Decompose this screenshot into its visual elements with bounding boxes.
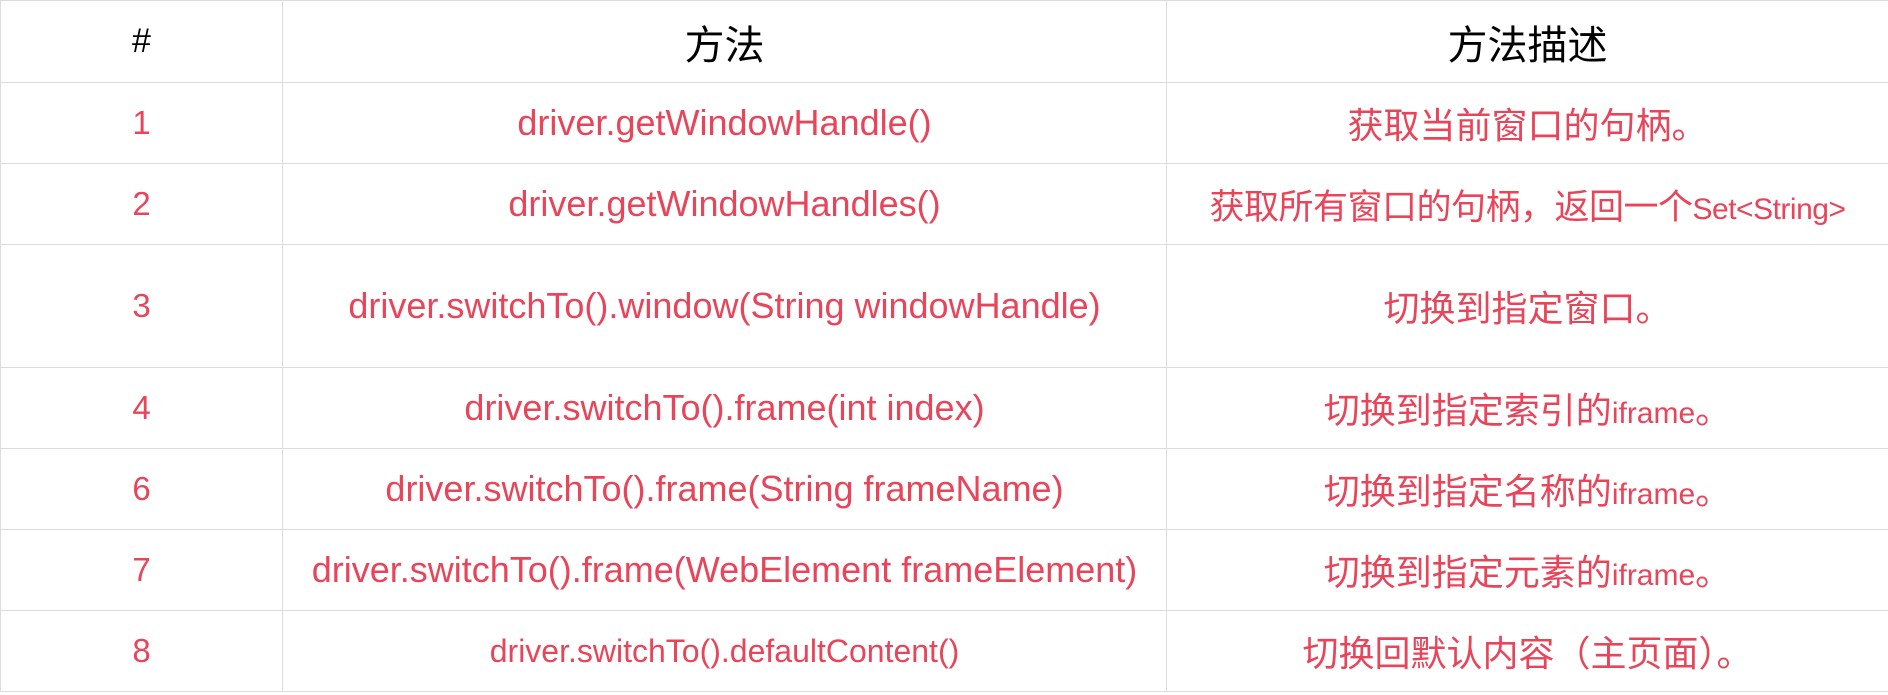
desc-text: 切换到指定窗口。 xyxy=(1383,288,1672,329)
row-method: driver.switchTo().frame(String frameName… xyxy=(282,448,1167,530)
row-method: driver.getWindowHandle() xyxy=(282,82,1167,164)
header-method: 方法 xyxy=(282,0,1167,83)
row-method: driver.getWindowHandles() xyxy=(282,163,1167,245)
row-description: 获取当前窗口的句柄。 xyxy=(1166,82,1888,164)
row-num: 4 xyxy=(0,367,283,449)
desc-latin: iframe xyxy=(1611,397,1696,430)
row-num: 3 xyxy=(0,244,283,368)
row-num: 2 xyxy=(0,163,283,245)
row-description: 切换回默认内容（主页面）。 xyxy=(1166,610,1888,692)
desc-latin: iframe xyxy=(1611,478,1696,511)
row-method: driver.switchTo().window(String windowHa… xyxy=(282,244,1167,368)
header-num: # xyxy=(0,0,283,83)
desc-tail: 。 xyxy=(1695,471,1732,512)
desc-tail: 。 xyxy=(1695,390,1732,431)
row-num: 6 xyxy=(0,448,283,530)
row-method: driver.switchTo().frame(WebElement frame… xyxy=(282,529,1167,611)
table-row: 1 driver.getWindowHandle() 获取当前窗口的句柄。 xyxy=(0,82,1888,164)
desc-text: 切换到指定名称的 xyxy=(1323,471,1612,512)
row-description: 获取所有窗口的句柄，返回一个Set<String> xyxy=(1166,163,1888,245)
table-row: 2 driver.getWindowHandles() 获取所有窗口的句柄，返回… xyxy=(0,163,1888,245)
desc-text: 获取所有窗口的句柄，返回一个 xyxy=(1209,187,1694,227)
table-header-row: # 方法 方法描述 xyxy=(0,0,1888,83)
table-row: 3 driver.switchTo().window(String window… xyxy=(0,244,1888,368)
row-method: driver.switchTo().defaultContent() xyxy=(282,610,1167,692)
table-row: 4 driver.switchTo().frame(int index) 切换到… xyxy=(0,367,1888,449)
desc-text: 获取当前窗口的句柄。 xyxy=(1347,105,1708,146)
row-method: driver.switchTo().frame(int index) xyxy=(282,367,1167,449)
desc-text: 切换到指定索引的 xyxy=(1323,390,1612,431)
header-description: 方法描述 xyxy=(1166,0,1888,83)
table-row: 6 driver.switchTo().frame(String frameNa… xyxy=(0,448,1888,530)
desc-latin: iframe xyxy=(1611,559,1696,592)
row-description: 切换到指定元素的iframe。 xyxy=(1166,529,1888,611)
desc-latin: Set<String> xyxy=(1692,192,1846,226)
row-num: 7 xyxy=(0,529,283,611)
table-row: 7 driver.switchTo().frame(WebElement fra… xyxy=(0,529,1888,611)
row-description: 切换到指定名称的iframe。 xyxy=(1166,448,1888,530)
table-row: 8 driver.switchTo().defaultContent() 切换回… xyxy=(0,610,1888,692)
desc-tail: 。 xyxy=(1695,552,1732,593)
desc-text: 切换到指定元素的 xyxy=(1323,552,1612,593)
row-description: 切换到指定索引的iframe。 xyxy=(1166,367,1888,449)
row-num: 8 xyxy=(0,610,283,692)
desc-text: 切换回默认内容（主页面）。 xyxy=(1302,633,1753,674)
row-description: 切换到指定窗口。 xyxy=(1166,244,1888,368)
row-num: 1 xyxy=(0,82,283,164)
